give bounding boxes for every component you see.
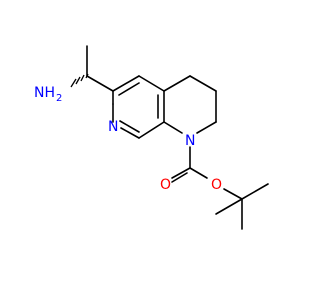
bond-carbonyl-o bbox=[171, 167, 191, 179]
bond-c4a-c4 bbox=[163, 75, 191, 92]
bond-ester-o-cq bbox=[223, 188, 243, 200]
amine-label: NH bbox=[34, 85, 55, 101]
amine-subscript: 2 bbox=[56, 93, 62, 104]
bond-c2-n1 bbox=[196, 121, 217, 134]
bond-c8-c8a bbox=[138, 121, 165, 139]
background bbox=[0, 0, 300, 300]
carbamate-nitrogen-label: N bbox=[185, 133, 195, 149]
ester-oxygen-label: O bbox=[211, 177, 222, 193]
bond-ca-c6 bbox=[86, 75, 114, 92]
atom-labels: NH 2 N N O O bbox=[34, 85, 222, 193]
bond-c5-c6 bbox=[112, 75, 140, 92]
ring-nitrogen-label: N bbox=[108, 119, 118, 135]
bond-carbonyl-ester-o bbox=[189, 167, 208, 179]
bond-c5-c6-inner bbox=[118, 82, 140, 96]
bond-n7-c8-inner bbox=[119, 120, 140, 133]
bond-n7-c8 bbox=[120, 127, 140, 139]
molecule-structure: NH 2 N N O O bbox=[0, 0, 300, 300]
bond-c4-c3 bbox=[189, 75, 217, 92]
bond-lines bbox=[86, 45, 269, 230]
bond-cq-me3 bbox=[215, 198, 243, 215]
bond-c4a-c5 bbox=[138, 75, 165, 92]
structure-canvas: NH 2 N N O O bbox=[0, 0, 300, 300]
bond-n1-c8a bbox=[163, 121, 183, 134]
bond-carbonyl-o-double bbox=[171, 172, 188, 183]
bond-cq-me1 bbox=[241, 183, 269, 200]
carbonyl-oxygen-label: O bbox=[160, 177, 171, 193]
